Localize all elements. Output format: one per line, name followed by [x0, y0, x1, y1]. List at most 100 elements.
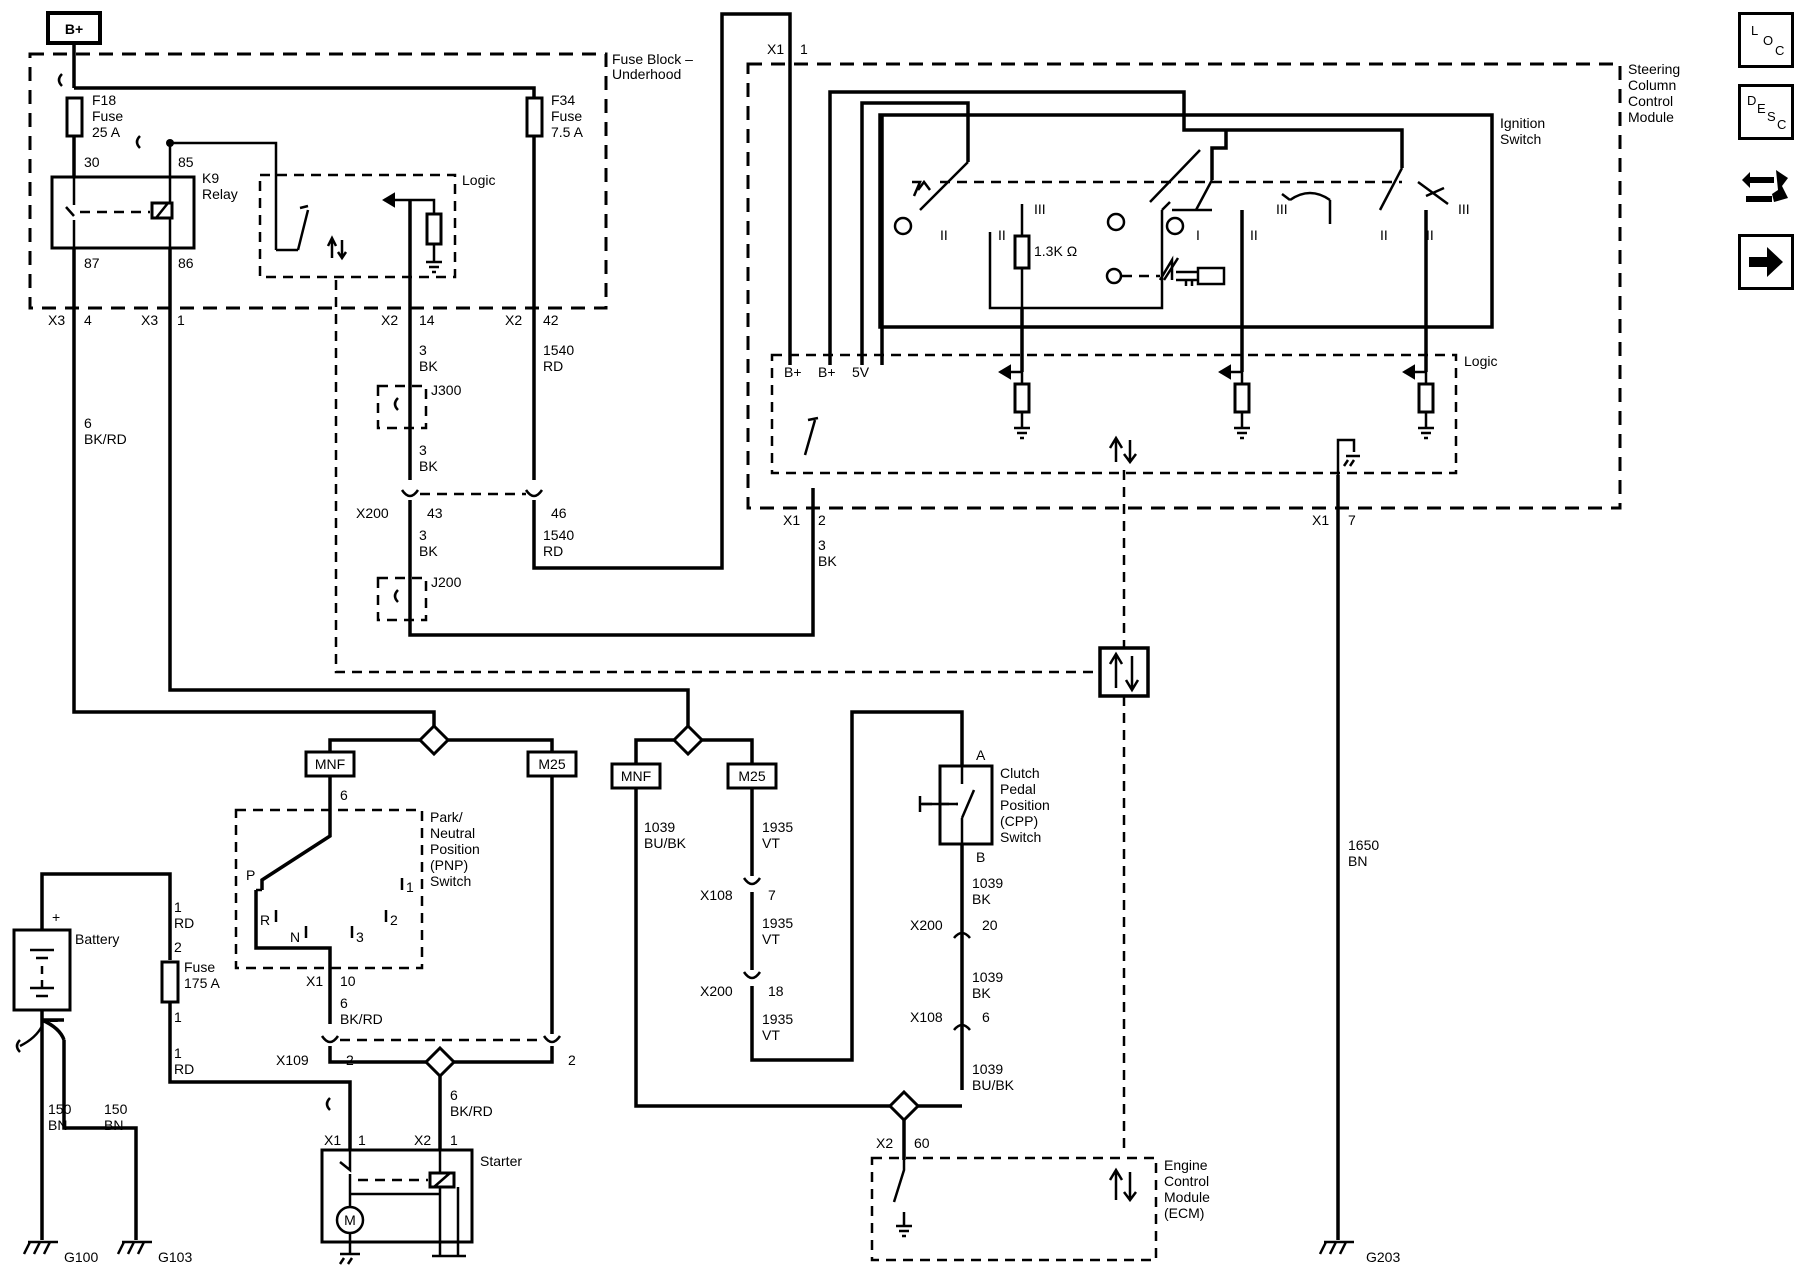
ign-label: Ignition: [1500, 115, 1545, 131]
fuse-175-label: Fuse: [184, 959, 215, 975]
wire-1540-2: 1540: [543, 527, 574, 543]
option-diamond-4: [887, 1089, 921, 1123]
wire-1039-3: 1039: [972, 969, 1003, 985]
fuse-block-outline: [28, 52, 608, 310]
starter-label: Starter: [480, 1153, 522, 1169]
k9-label: K9: [202, 170, 219, 186]
ecm-label-2: Control: [1164, 1173, 1209, 1189]
sccm-outline: [746, 62, 1622, 510]
wire-6-2-color: BK/RD: [340, 1011, 383, 1027]
splice-j200: [376, 576, 428, 622]
sccm-5v: 5V: [852, 364, 870, 380]
x2-b: X2: [505, 312, 522, 328]
loc-letter-l: L: [1751, 23, 1759, 38]
pnp-pin-6: 6: [340, 787, 348, 803]
fuse-block-title: Fuse Block –: [612, 51, 693, 67]
motor-label: M: [344, 1212, 356, 1228]
x109-pin-a: 2: [346, 1052, 354, 1068]
pnp-3: 3: [356, 929, 364, 945]
fuse-175a: [160, 960, 180, 1004]
connector-icon[interactable]: [1738, 158, 1794, 214]
cpp-label-5: Switch: [1000, 829, 1041, 845]
sccm-logic: [770, 353, 1458, 475]
wire-1935-1-color: VT: [762, 835, 780, 851]
sccm-bplus-1: B+: [784, 364, 802, 380]
wire-1935-3-color: VT: [762, 1027, 780, 1043]
wire-3bk-2: 3: [419, 442, 427, 458]
f34-label-2: Fuse: [551, 108, 582, 124]
x1-starter: X1: [324, 1132, 341, 1148]
x1-7-pin: 7: [1348, 512, 1356, 528]
fuse-175-label-2: 175 A: [184, 975, 220, 991]
loc-letter-o: O: [1763, 33, 1774, 48]
wire-1039-2-color: BK: [972, 891, 991, 907]
sccm-title: Steering: [1628, 61, 1680, 77]
wire-1935-2: 1935: [762, 915, 793, 931]
pnp-label-4: (PNP): [430, 857, 468, 873]
option-diamond-3: [671, 723, 705, 757]
connector-icon-graphic: [1742, 170, 1788, 202]
desc-letter-d: D: [1747, 93, 1757, 108]
fuse-block-logic: [258, 173, 457, 279]
sccm-logic-label: Logic: [1464, 353, 1497, 369]
x2-b-pin: 42: [543, 312, 559, 328]
x2-a: X2: [381, 312, 398, 328]
fuse-block-title-2: Underhood: [612, 66, 681, 82]
battery-label: Battery: [75, 931, 119, 947]
pnp-2: 2: [390, 912, 398, 928]
pin-87: 87: [84, 255, 100, 271]
pos-ii-a: II: [940, 227, 948, 243]
starter: [320, 1148, 474, 1244]
f18-label-3: 25 A: [92, 124, 121, 140]
wire-1650-color: BN: [1348, 853, 1367, 869]
wire-1039-3-color: BK: [972, 985, 991, 1001]
g203-label: G203: [1366, 1249, 1400, 1265]
pnp-label-5: Switch: [430, 873, 471, 889]
x2-ecm-pin: 60: [914, 1135, 930, 1151]
x3-b: X3: [141, 312, 158, 328]
loc-icon[interactable]: L O C: [1738, 12, 1794, 68]
option-mnf-2: [610, 762, 662, 790]
ecm-label-3: Module: [1164, 1189, 1210, 1205]
ground-g100: [22, 1240, 58, 1255]
ignition-switch: [878, 113, 1494, 329]
option-diamond-2: [423, 1045, 457, 1079]
x1-top-pin: 1: [800, 41, 808, 57]
f34-label-3: 7.5 A: [551, 124, 584, 140]
pos-ii-b: II: [998, 227, 1006, 243]
option-m25-2: [726, 762, 778, 790]
f18-label-2: Fuse: [92, 108, 123, 124]
logic-input-3: [1402, 364, 1435, 440]
x108-b: X108: [910, 1009, 943, 1025]
wire-1-rd-color: RD: [174, 915, 194, 931]
wire-1-rd-2: 1: [174, 1045, 182, 1061]
wire-1039-4-color: BU/BK: [972, 1077, 1015, 1093]
desc-letter-e: E: [1757, 101, 1766, 116]
wire-3bk-1: 3: [419, 342, 427, 358]
x200-pin-46: 46: [551, 505, 567, 521]
cpp-label: Clutch: [1000, 765, 1040, 781]
wire-1039-2: 1039: [972, 875, 1003, 891]
pnp-p: P: [246, 867, 255, 883]
battery-plus: +: [52, 909, 60, 925]
desc-icon[interactable]: D E S C: [1738, 84, 1794, 140]
fuse-f34: [525, 96, 544, 138]
fuse-logic-label: Logic: [462, 172, 495, 188]
wire-1935-2-color: VT: [762, 931, 780, 947]
pnp-n: N: [290, 929, 300, 945]
cpp-label-2: Pedal: [1000, 781, 1036, 797]
pos-iii-b: III: [1276, 201, 1288, 217]
desc-letter-s: S: [1767, 109, 1776, 124]
wire-6-3-color: BK/RD: [450, 1103, 493, 1119]
pos-ii-c: II: [1250, 227, 1258, 243]
wire-150-1: 150: [48, 1101, 72, 1117]
wire-150-2: 150: [104, 1101, 128, 1117]
pin-86: 86: [178, 255, 194, 271]
option-m25-1-label: M25: [538, 756, 565, 772]
ecm-label-4: (ECM): [1164, 1205, 1204, 1221]
next-arrow-icon[interactable]: [1738, 234, 1794, 290]
x200-pin-43: 43: [427, 505, 443, 521]
x2-starter: X2: [414, 1132, 431, 1148]
j200-label: J200: [431, 574, 462, 590]
wire-1935-1: 1935: [762, 819, 793, 835]
